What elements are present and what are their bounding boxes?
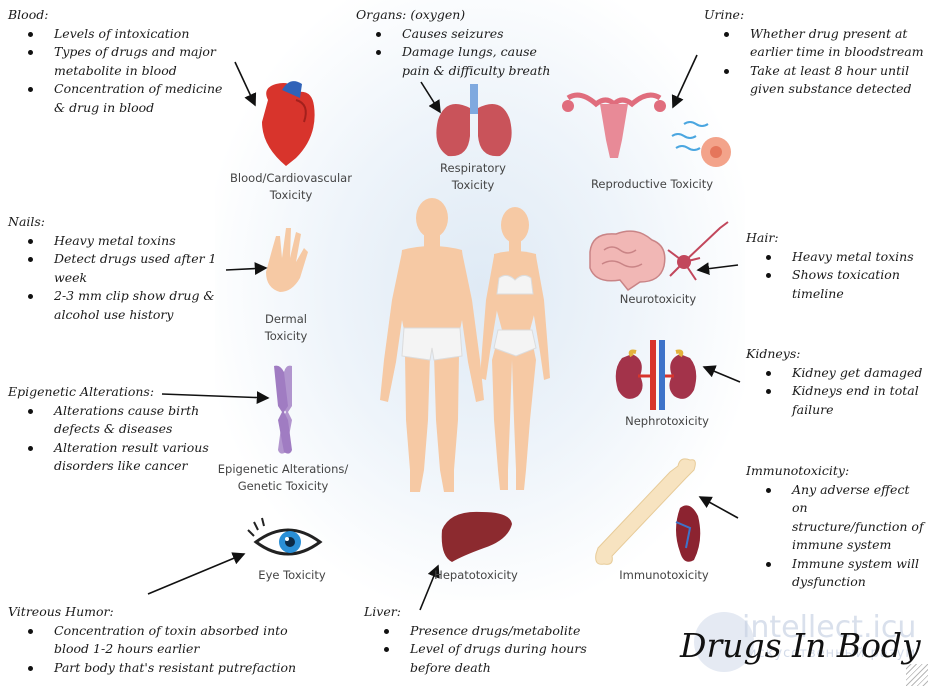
bone-icon [595, 458, 696, 565]
uterus-icon [562, 92, 666, 158]
arrow-organs [420, 81, 441, 114]
note-vitreous-humor: Vitreous Humor: Concentration of toxin a… [8, 603, 308, 677]
note-heading: Immunotoxicity: [746, 463, 850, 478]
list-item: Damage lungs, cause pain & difficulty br… [356, 43, 556, 80]
note-heading: Hair: [746, 230, 779, 245]
liver-icon [441, 511, 512, 562]
list-item: Causes seizures [356, 25, 556, 44]
sperm-egg-icon [671, 121, 731, 167]
arrow-hair [696, 262, 739, 275]
note-nails: Nails: Heavy metal toxins Detect drugs u… [8, 213, 218, 324]
brain-icon [589, 230, 666, 292]
eye-icon [247, 517, 323, 556]
heart-icon [262, 81, 315, 166]
note-heading: Urine: [704, 7, 745, 22]
label-blood-cardiovascular: Blood/Cardiovascular Toxicity [230, 171, 352, 202]
list-item: Heavy metal toxins [746, 248, 926, 267]
list-item: Whether drug present at earlier time in … [704, 25, 926, 62]
list-item: Alterations cause birth defects & diseas… [8, 402, 213, 439]
label-epigenetic: Epigenetic Alterations/ Genetic Toxicity [217, 462, 349, 493]
female-shorts [493, 329, 537, 357]
list-item: Shows toxication timeline [746, 266, 926, 303]
note-heading: Blood: [8, 7, 49, 22]
arrow-urine [671, 54, 698, 109]
label-respiratory: Respiratory Toxicity [440, 161, 506, 192]
note-organs: Organs: (oxygen) Causes seizures Damage … [356, 6, 556, 80]
hand-icon [266, 228, 308, 292]
note-heading: Liver: [364, 604, 401, 619]
note-immunotoxicity: Immunotoxicity: Any adverse effect on st… [746, 462, 926, 592]
label-eye: Eye Toxicity [258, 568, 326, 582]
arrow-immuno [698, 496, 739, 519]
note-urine: Urine: Whether drug present at earlier t… [704, 6, 926, 99]
spleen-icon [675, 505, 701, 562]
arrow-epigenetic [161, 391, 270, 404]
list-item: Alteration result various disorders like… [8, 439, 213, 476]
label-immuno: Immunotoxicity [619, 568, 709, 582]
watermark-logo [694, 612, 754, 672]
list-item: Take at least 8 hour until given substan… [704, 62, 926, 99]
kidneys-icon [615, 340, 697, 410]
label-neuro: Neurotoxicity [619, 292, 697, 306]
arrow-vitreous [147, 552, 246, 595]
list-item: Detect drugs used after 1 week [8, 250, 218, 287]
note-blood: Blood: Levels of intoxication Types of d… [8, 6, 223, 117]
list-item: Concentration of medicine & drug in bloo… [8, 80, 223, 117]
arrow-blood [234, 61, 257, 107]
note-heading: Organs: (oxygen) [356, 7, 466, 22]
female-top [496, 274, 534, 295]
page-title: Drugs In Body [680, 626, 921, 665]
label-dermal: Dermal Toxicity [264, 312, 308, 343]
note-epigenetic: Epigenetic Alterations: Alterations caus… [8, 383, 213, 476]
note-heading: Nails: [8, 214, 46, 229]
watermark-subtext: искусственный разум [748, 646, 917, 661]
list-item: Types of drugs and major metabolite in b… [8, 43, 223, 80]
list-item: Level of drugs during hours before death [364, 640, 594, 677]
note-heading: Epigenetic Alterations: [8, 384, 155, 399]
watermark-text: intellect.icu [742, 610, 917, 645]
list-item: Heavy metal toxins [8, 232, 218, 251]
note-kidneys: Kidneys: Kidney get damaged Kidneys end … [746, 345, 926, 419]
arrow-kidneys [702, 365, 741, 383]
arrow-liver [419, 564, 440, 611]
note-heading: Kidneys: [746, 346, 801, 361]
chromosome-icon [274, 365, 292, 454]
list-item: Immune system will dysfunction [746, 555, 926, 592]
list-item: Part body that's resistant putrefaction [8, 659, 308, 678]
label-reproductive: Reproductive Toxicity [590, 177, 714, 191]
list-item: Any adverse effect on structure/function… [746, 481, 926, 555]
list-item: 2-3 mm clip show drug & alcohol use hist… [8, 287, 218, 324]
list-item: Levels of intoxication [8, 25, 223, 44]
lungs-icon [436, 84, 512, 157]
note-hair: Hair: Heavy metal toxins Shows toxicatio… [746, 229, 926, 303]
arrow-nails [225, 262, 268, 275]
list-item: Concentration of toxin absorbed into blo… [8, 622, 308, 659]
note-heading: Vitreous Humor: [8, 604, 114, 619]
list-item: Kidney get damaged [746, 364, 926, 383]
male-shorts [401, 327, 463, 361]
neuron-icon [667, 221, 729, 281]
list-item: Presence drugs/metabolite [364, 622, 594, 641]
label-hepato: Hepatotoxicity [434, 568, 518, 582]
resize-grip [906, 664, 928, 686]
list-item: Kidneys end in total failure [746, 382, 926, 419]
female-body-figure [480, 207, 550, 490]
note-liver: Liver: Presence drugs/metabolite Level o… [364, 603, 594, 677]
male-body-figure [380, 198, 484, 492]
label-nephro: Nephrotoxicity [625, 414, 709, 428]
